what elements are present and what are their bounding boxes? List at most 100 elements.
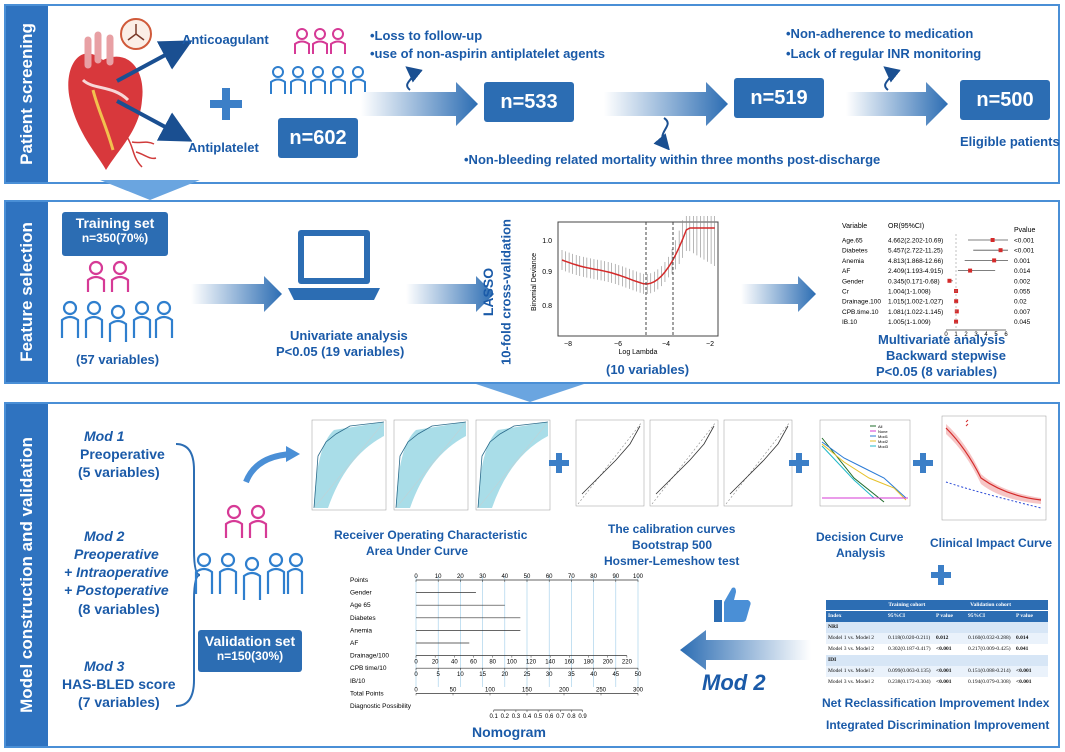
- mod2-vars: (8 variables): [78, 601, 160, 617]
- nomogram-tick: 100: [485, 687, 496, 693]
- dca-legend-label: All: [878, 424, 883, 429]
- forest-axis-tick: 3: [974, 332, 978, 336]
- nri-table-cell: <0.001: [936, 646, 952, 652]
- nri-table-cell: 0.160(0.032-0.288): [968, 635, 1011, 641]
- lasso-ytick: 0.8: [542, 303, 552, 310]
- nomogram-tick: 20: [432, 660, 439, 666]
- forest-p: 0.007: [1014, 309, 1031, 316]
- dca-legend-label: None: [878, 429, 888, 434]
- calibration-charts: [575, 419, 793, 507]
- nomogram-tick: 250: [596, 687, 607, 693]
- nri-col: P value: [1016, 613, 1033, 619]
- nri-table-cell: Model 3 vs. Model 2: [828, 646, 874, 652]
- validation-people-icon: [194, 504, 304, 600]
- nomogram-row-label: Diagnostic Possibility: [350, 703, 412, 710]
- nomogram-row-label: Diabetes: [350, 615, 376, 622]
- nri-table-cell: <0.001: [936, 668, 952, 674]
- calibration-curve: [655, 425, 715, 495]
- nomogram-tick: 200: [559, 687, 570, 693]
- nomogram-tick: 0.6: [545, 714, 554, 720]
- forest-p: <0.001: [1014, 248, 1034, 255]
- mod2-desc2: + Intraoperative: [64, 564, 169, 580]
- nomogram-tick: 30: [546, 672, 553, 678]
- patient-screening-panel: Patient screening Anticoagulant Antiplat…: [4, 4, 1060, 184]
- forest-or: 1.004(1-1.008): [888, 289, 931, 296]
- nomogram-tick: 80: [590, 574, 597, 580]
- nomogram-row-label: Anemia: [350, 627, 372, 634]
- nri-table-cell: 0.041: [1016, 646, 1029, 652]
- calibration-curve: [581, 425, 641, 495]
- panel-connector: [470, 382, 590, 402]
- lasso-xlabel: Log Lambda: [619, 349, 658, 356]
- exclusion-non-adherence: •Non-adherence to medication: [786, 26, 974, 41]
- nri-idi-table: Training cohort Validation cohort Index …: [826, 600, 1048, 688]
- nri-table-cell: 0.151(0.088-0.214): [968, 668, 1011, 674]
- nri-table-cell: Model 3 vs. Model 2: [828, 679, 874, 685]
- training-set-n: n=350(70%): [81, 231, 149, 245]
- lasso-curve: [561, 227, 715, 285]
- lasso-xtick: −4: [662, 341, 670, 348]
- mod3-vars: (7 variables): [78, 694, 160, 710]
- nomogram-tick: 0: [414, 687, 418, 693]
- curved-arrow-icon: [243, 446, 300, 484]
- forest-axis-tick: 5: [994, 332, 998, 336]
- backward-label: Backward stepwise: [886, 348, 1006, 363]
- nri-table-cell: <0.001: [1016, 679, 1032, 685]
- nri-col: Index: [828, 613, 842, 619]
- panel-connector: [100, 180, 200, 200]
- forest-or: 4.662(2.202-10.69): [888, 238, 943, 245]
- roc-diagonal: [395, 421, 467, 509]
- nomogram-tick: 70: [568, 574, 575, 580]
- forest-point: [947, 278, 952, 283]
- nomogram-tick: 60: [470, 660, 477, 666]
- nri-table-cell: 0.014: [1016, 635, 1029, 641]
- people-group-icon: [270, 28, 366, 94]
- auc-label: Area Under Curve: [366, 544, 469, 558]
- nomogram-label: Nomogram: [472, 724, 546, 740]
- nomogram-tick: 0: [414, 672, 418, 678]
- hosmer-label: Hosmer-Lemeshow test: [604, 554, 740, 568]
- nri-table-cell: 0.194(0.079-0.308): [968, 679, 1011, 685]
- mod2-title: Mod 2: [84, 528, 125, 544]
- forest-variable: Age.65: [842, 238, 863, 245]
- plus-icon: [210, 88, 242, 120]
- nri-table-row: Model 3 vs. Model 2 0.302(0.187-0.417) <0.…: [826, 644, 1048, 655]
- nri-col: 95%CI: [888, 613, 906, 619]
- roc-curve: [313, 421, 385, 509]
- exclusion-mortality: •Non-bleeding related mortality within t…: [464, 152, 881, 167]
- nomogram-row-label: Points: [350, 577, 369, 584]
- forest-point: [990, 238, 995, 242]
- exclusion-loss-followup: •Loss to follow-up: [370, 28, 483, 43]
- lasso-variables-label: (10 variables): [606, 362, 690, 377]
- thumbs-up-icon: [714, 587, 751, 622]
- mod2-desc1: Preoperative: [74, 546, 159, 562]
- nomogram-tick: 80: [489, 660, 496, 666]
- clinical-impact-chart: [941, 415, 1047, 521]
- forest-point: [998, 248, 1003, 253]
- training-set-box: Training set n=350(70%): [62, 212, 168, 256]
- training-people-icon: [60, 260, 174, 342]
- nomogram-tick: 5: [437, 672, 441, 678]
- feature-selection-label: Feature selection: [6, 202, 48, 382]
- vessel-icon: [126, 136, 157, 168]
- forest-variable: Cr: [842, 289, 850, 296]
- feature-flow-arrows: [191, 276, 816, 312]
- nomogram-tick: 10: [435, 574, 442, 580]
- nomogram-tick: 0: [414, 574, 418, 580]
- nri-table-cell: 0.302(0.187-0.417): [888, 646, 931, 652]
- variables-57-label: (57 variables): [76, 352, 160, 367]
- n533-box: n=533: [484, 82, 574, 122]
- antiplatelet-label: Antiplatelet: [188, 140, 259, 155]
- nomogram-tick: 0.8: [567, 714, 576, 720]
- nomogram-row-label: Drainage/100: [350, 653, 389, 660]
- nri-section: NRI: [826, 622, 1048, 633]
- mod3-title: Mod 3: [84, 658, 125, 674]
- feature-selection-panel: Feature selection Training set n=350(70%…: [4, 200, 1060, 384]
- forest-p: 0.001: [1014, 258, 1031, 265]
- nri-col: 95%CI: [968, 613, 986, 619]
- forest-variable: IB.10: [842, 319, 858, 326]
- nri-table-cell: 0.099(0.063-0.135): [888, 668, 931, 674]
- nomogram-tick: 200: [603, 660, 614, 666]
